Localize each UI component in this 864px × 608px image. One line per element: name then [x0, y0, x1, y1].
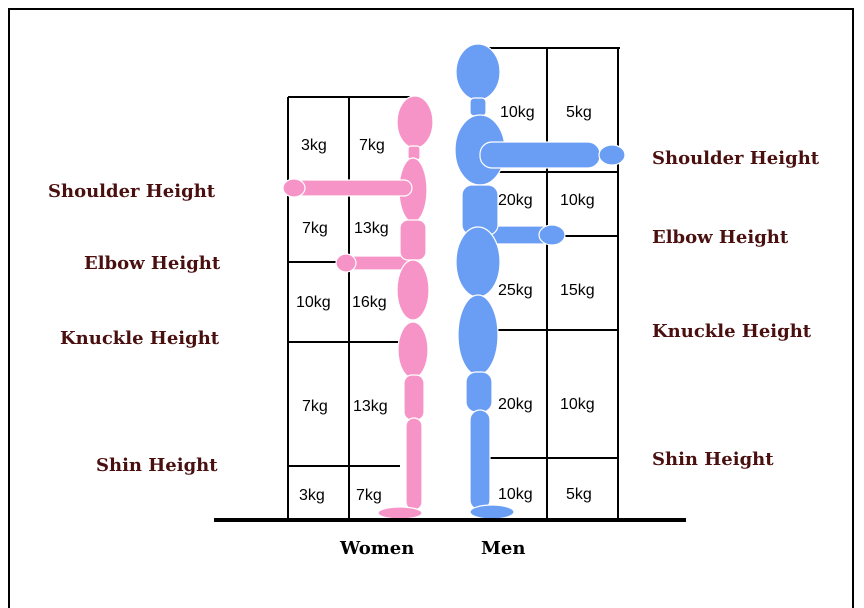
men-cell: 20kg [498, 396, 533, 413]
men-cell: 10kg [560, 396, 595, 413]
lifting-diagram: 3kg 7kg 7kg 13kg 10kg 16kg 7kg 13kg 3kg … [0, 0, 864, 593]
men-shoulder-height-label: Shoulder Height [652, 148, 820, 169]
men-cell: 5kg [566, 486, 592, 503]
men-figure [455, 44, 625, 519]
men-cell: 10kg [498, 486, 533, 503]
women-cell: 3kg [299, 487, 325, 504]
men-cell: 10kg [560, 192, 595, 209]
women-cell: 7kg [302, 220, 328, 237]
men-cell: 15kg [560, 282, 595, 299]
men-cell: 25kg [498, 282, 533, 299]
men-cell: 10kg [500, 104, 535, 121]
women-shin-height-label: Shin Height [96, 455, 218, 476]
women-cell: 16kg [352, 294, 387, 311]
men-knuckle-height-label: Knuckle Height [652, 321, 812, 342]
women-cell: 13kg [353, 398, 388, 415]
women-cell: 7kg [302, 398, 328, 415]
women-cell: 7kg [356, 487, 382, 504]
women-category-label: Women [339, 538, 414, 559]
men-cell: 5kg [566, 104, 592, 121]
men-category-label: Men [481, 538, 525, 559]
women-elbow-height-label: Elbow Height [84, 253, 221, 274]
women-cell: 3kg [301, 137, 327, 154]
men-cell: 20kg [498, 192, 533, 209]
women-cell: 7kg [359, 137, 385, 154]
women-cell: 13kg [354, 220, 389, 237]
women-knuckle-height-label: Knuckle Height [60, 328, 220, 349]
women-cell: 10kg [296, 294, 331, 311]
men-elbow-height-label: Elbow Height [652, 227, 789, 248]
women-shoulder-height-label: Shoulder Height [48, 181, 216, 202]
men-shin-height-label: Shin Height [652, 449, 774, 470]
